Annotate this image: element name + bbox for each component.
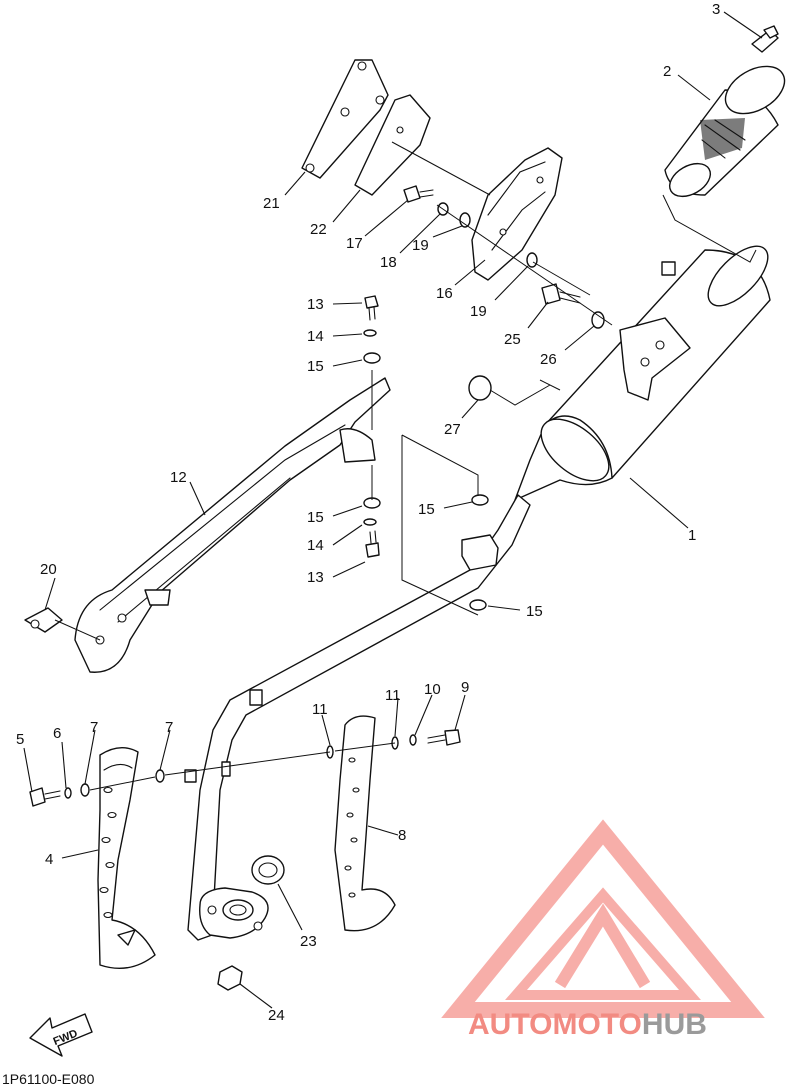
callout-23: 23: [300, 933, 317, 950]
callout-11a: 11: [312, 701, 328, 718]
watermark-hub: HUB: [642, 1008, 707, 1041]
callout-7b: 7: [165, 719, 173, 736]
muffler: [184, 245, 771, 941]
callout-13a: 13: [307, 296, 324, 313]
callout-22: 22: [310, 221, 327, 238]
callout-18: 18: [380, 254, 397, 271]
callout-15c: 15: [418, 501, 435, 518]
callout-5: 5: [16, 731, 24, 748]
callout-14a: 14: [307, 328, 324, 345]
hardware: [29, 185, 605, 991]
callout-9: 9: [461, 679, 469, 696]
callout-15a: 15: [307, 358, 324, 375]
callout-12: 12: [170, 469, 187, 486]
callout-3: 3: [712, 1, 720, 18]
callout-7a: 7: [90, 719, 98, 736]
heat-shield-right: [334, 715, 396, 932]
callout-1: 1: [688, 527, 696, 544]
watermark-auto: AUTO: [468, 1008, 552, 1041]
callout-25: 25: [504, 331, 521, 348]
screw-3: [751, 25, 779, 53]
callout-21: 21: [263, 195, 280, 212]
callout-24: 24: [268, 1007, 285, 1024]
callout-13b: 13: [307, 569, 324, 586]
callout-2: 2: [663, 63, 671, 80]
assembly-lines: [54, 141, 757, 791]
bolt-20: [24, 607, 63, 633]
callout-20: 20: [40, 561, 57, 578]
damper: [354, 94, 431, 196]
callout-4: 4: [45, 851, 53, 868]
callout-17: 17: [346, 235, 363, 252]
forward-arrow-icon: FWD: [29, 1013, 93, 1057]
protector-plate: [301, 59, 389, 179]
callout-19b: 19: [470, 303, 487, 320]
leader-lines: [23, 11, 763, 1009]
callout-14b: 14: [307, 537, 324, 554]
silencer-tip: [664, 65, 786, 198]
diagram-code: 1P61100-E080: [2, 1071, 95, 1087]
callout-6: 6: [53, 725, 61, 742]
muffler-stay: [74, 377, 391, 673]
callout-15d: 15: [526, 603, 543, 620]
callout-numbers: 1 2 3 4 5 6 7 7 8 9 10 11 11 12 13 13 14…: [16, 1, 720, 1024]
watermark-moto: MOTO: [552, 1008, 641, 1041]
callout-16: 16: [436, 285, 453, 302]
callout-11b: 11: [385, 687, 401, 704]
callout-15b: 15: [307, 509, 324, 526]
callout-8: 8: [398, 827, 406, 844]
callout-26: 26: [540, 351, 557, 368]
heat-shield-left: [97, 747, 156, 969]
watermark-text: AUTOMOTOHUB: [468, 1008, 707, 1041]
callout-27: 27: [444, 421, 461, 438]
callout-19a: 19: [412, 237, 429, 254]
watermark-logo: [441, 819, 765, 1018]
heat-guard: [471, 147, 563, 281]
callout-10: 10: [424, 681, 441, 698]
